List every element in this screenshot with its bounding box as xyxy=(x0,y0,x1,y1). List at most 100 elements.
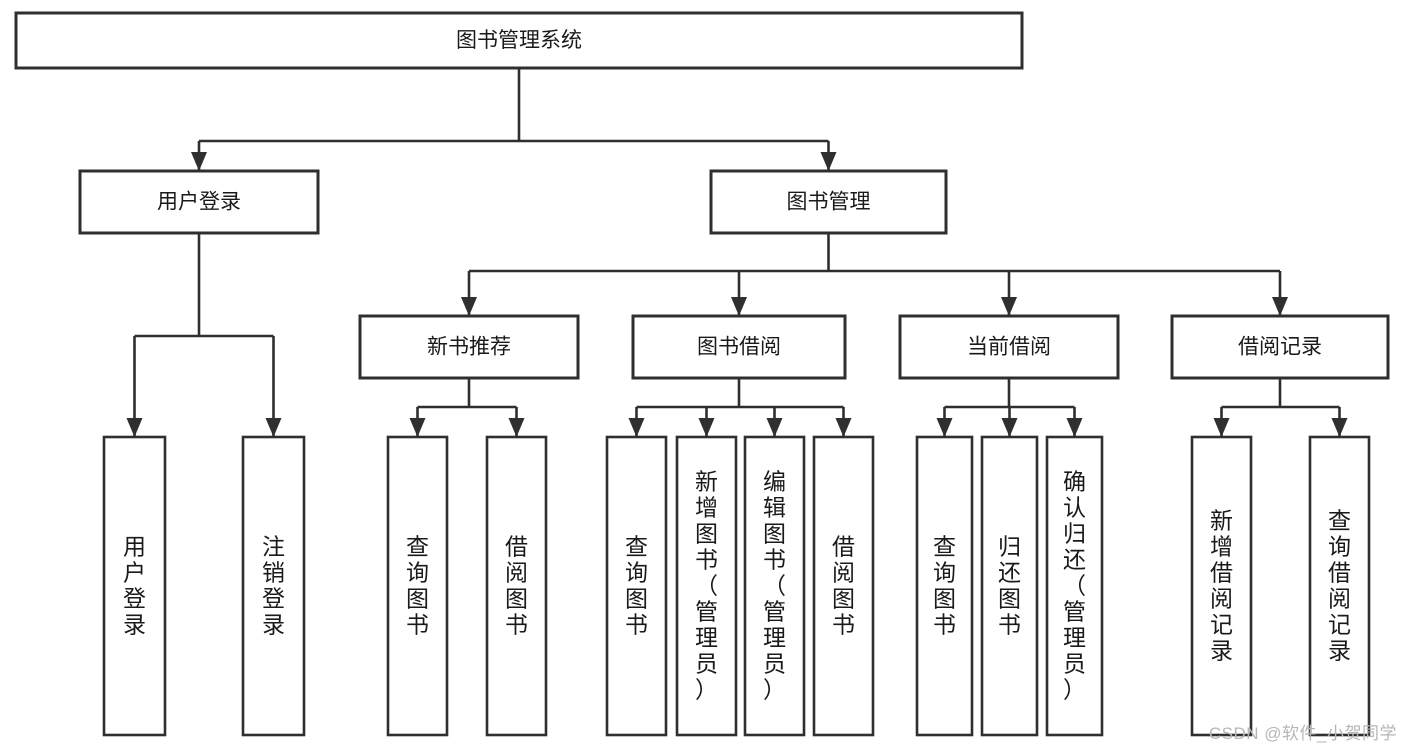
node-l1-book-manage[interactable]: 图书管理 xyxy=(709,169,948,235)
arrow-head-icon xyxy=(461,297,477,316)
node-label-char: 还 xyxy=(998,559,1021,585)
node-label-char: 询 xyxy=(1328,533,1351,559)
node-label-char: 录 xyxy=(1210,637,1233,663)
node-label-char: 书 xyxy=(933,611,956,637)
node-label-char: 借 xyxy=(1328,559,1351,585)
node-label-char: ） xyxy=(1063,676,1086,702)
node-label-char: 确 xyxy=(1063,468,1086,494)
node-rect xyxy=(1170,314,1390,380)
node-root-root[interactable]: 图书管理系统 xyxy=(14,11,1024,70)
arrow-head-icon xyxy=(1272,297,1288,316)
arrow-head-icon xyxy=(191,152,207,171)
node-label-char: 注 xyxy=(262,533,285,559)
node-l2-book-borrow[interactable]: 图书借阅 xyxy=(631,314,847,380)
node-label-char: 图 xyxy=(625,585,648,611)
arrow-head-icon xyxy=(1066,418,1083,437)
node-rect xyxy=(709,169,948,235)
arrow-head-icon xyxy=(1001,297,1017,316)
node-label-char: 销 xyxy=(262,559,285,585)
arrow-head-icon xyxy=(1001,418,1018,437)
node-label-char: 用 xyxy=(123,533,146,559)
node-rect xyxy=(605,435,668,737)
node-rect xyxy=(1045,435,1104,737)
node-rect xyxy=(743,435,806,737)
node-label-char: 员 xyxy=(1063,650,1086,676)
node-label-char: 理 xyxy=(1063,624,1086,650)
arrow-head-icon xyxy=(126,418,143,437)
node-label-char: 查 xyxy=(1328,507,1351,533)
node-label-char: 书 xyxy=(832,611,855,637)
node-label-char: 图 xyxy=(832,585,855,611)
arrow-head-icon xyxy=(936,418,953,437)
node-l2-borrow-record[interactable]: 借阅记录 xyxy=(1170,314,1390,380)
node-label-char: ） xyxy=(695,676,718,702)
node-rect xyxy=(78,169,320,235)
node-label-char: 录 xyxy=(262,611,285,637)
arrow-head-icon xyxy=(409,418,426,437)
node-rect xyxy=(14,11,1024,70)
node-label-char: 户 xyxy=(123,559,146,585)
node-label-char: 登 xyxy=(123,585,146,611)
node-label-char: 图 xyxy=(998,585,1021,611)
arrow-head-icon xyxy=(698,418,715,437)
node-rect xyxy=(386,435,449,737)
node-label-char: 管 xyxy=(695,598,718,624)
arrow-head-icon xyxy=(628,418,645,437)
arrow-head-icon xyxy=(731,297,747,316)
node-label: 图书管理 xyxy=(787,191,871,214)
node-l2-current-borrow[interactable]: 当前借阅 xyxy=(898,314,1120,380)
arrow-head-icon xyxy=(265,418,282,437)
node-label-char: （ xyxy=(695,572,718,598)
node-label-char: 图 xyxy=(695,520,718,546)
node-label-char: （ xyxy=(1063,572,1086,598)
node-rect xyxy=(102,435,167,737)
node-label-char: 书 xyxy=(505,611,528,637)
node-label-char: 询 xyxy=(406,559,429,585)
node-label-char: 借 xyxy=(505,533,528,559)
node-l2-new-book-recommend[interactable]: 新书推荐 xyxy=(358,314,580,380)
node-label-char: 借 xyxy=(832,533,855,559)
node-label-char: ） xyxy=(763,676,786,702)
node-label: 借阅记录 xyxy=(1238,336,1322,359)
node-leaf-user-login-do[interactable]: 用户登录 xyxy=(102,435,167,737)
node-rect xyxy=(675,435,738,737)
node-label: 用户登录 xyxy=(157,191,241,214)
node-rect xyxy=(1190,435,1253,737)
node-label-char: 录 xyxy=(123,611,146,637)
node-label-char: 询 xyxy=(625,559,648,585)
node-label-char: 查 xyxy=(625,533,648,559)
node-label-char: 查 xyxy=(933,533,956,559)
node-label-char: 书 xyxy=(625,611,648,637)
node-rect xyxy=(485,435,548,737)
node-l1-user-login[interactable]: 用户登录 xyxy=(78,169,320,235)
node-rect xyxy=(898,314,1120,380)
node-label-char: 图 xyxy=(933,585,956,611)
arrow-head-icon xyxy=(508,418,525,437)
node-label-char: 管 xyxy=(763,598,786,624)
node-label-char: 借 xyxy=(1210,559,1233,585)
node-label-char: 新 xyxy=(695,468,718,494)
arrow-head-icon xyxy=(835,418,852,437)
node-label-char: 图 xyxy=(406,585,429,611)
node-label-char: 辑 xyxy=(763,494,786,520)
node-rect xyxy=(631,314,847,380)
node-label-char: 书 xyxy=(998,611,1021,637)
arrow-head-icon xyxy=(820,152,837,171)
node-rect xyxy=(1308,435,1371,737)
node-label-char: 登 xyxy=(262,585,285,611)
node-label-char: 理 xyxy=(763,624,786,650)
csdn-watermark: CSDN @软件_小贺同学 xyxy=(1208,724,1397,743)
